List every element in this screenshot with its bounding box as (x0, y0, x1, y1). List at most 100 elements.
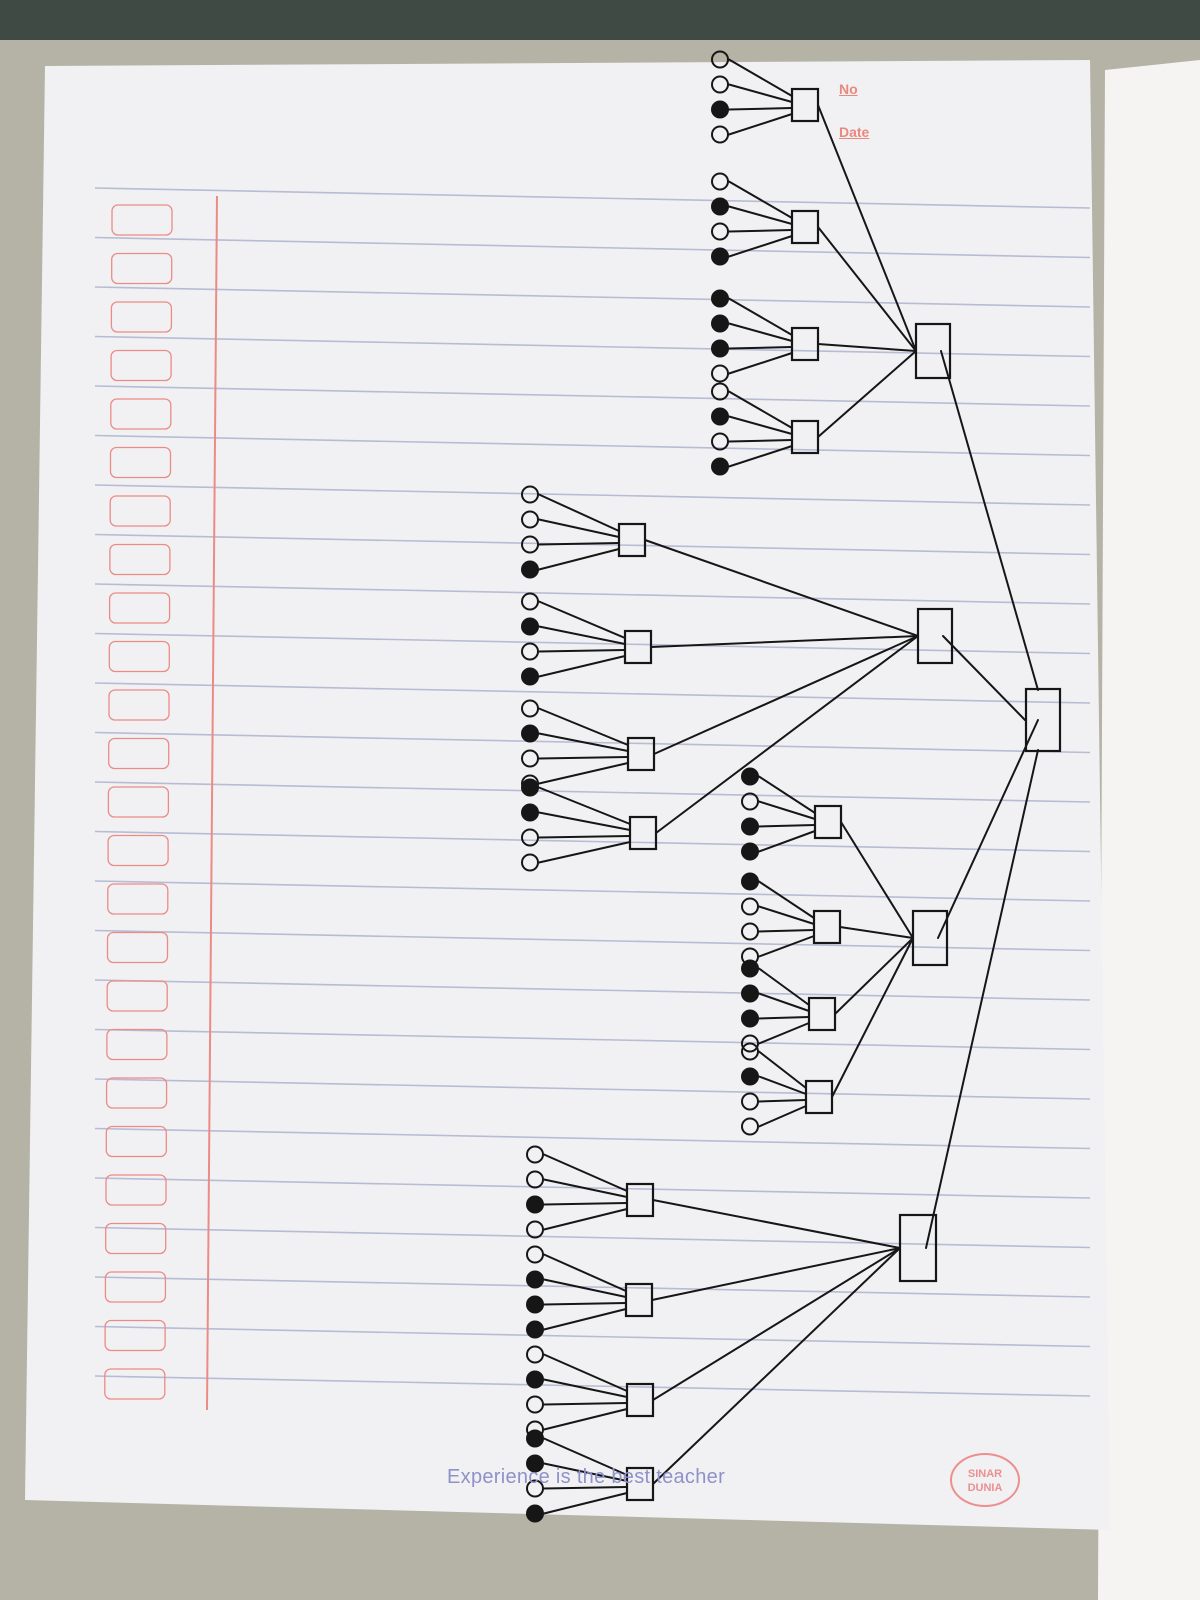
leaf-edge (728, 415, 793, 435)
leaf-circle-filled (711, 100, 729, 119)
group-square (790, 419, 820, 455)
leaf-edge (538, 811, 631, 831)
hub-edge (652, 1199, 901, 1249)
leaf-edge (543, 1202, 628, 1206)
group-square (625, 1382, 655, 1418)
top-shadow (0, 0, 1200, 40)
rule-line (94, 286, 1091, 308)
leaf-edge (538, 707, 629, 746)
group-square (625, 1466, 655, 1502)
leaf-circle-open (711, 50, 729, 69)
rule-line (94, 385, 1091, 407)
leaf-circle-open (741, 1042, 759, 1061)
group-square (804, 1079, 834, 1115)
rule-line (94, 1028, 1091, 1051)
margin-box (109, 446, 172, 479)
rule-line (94, 533, 1091, 556)
margin-box (108, 592, 171, 624)
leaf-edge (538, 732, 629, 752)
leaf-circle-open (526, 1479, 544, 1498)
rule-line (94, 929, 1091, 952)
rule-line (94, 236, 1091, 259)
leaf-circle-open (526, 1145, 544, 1164)
leaf-edge (538, 600, 626, 639)
leaf-edge (538, 518, 620, 538)
leaf-circle-filled (711, 339, 729, 358)
hub-edge (817, 350, 917, 438)
margin-box (105, 1125, 167, 1158)
leaf-circle-filled (521, 778, 539, 797)
leaf-edge (728, 235, 793, 258)
margin-box (105, 1077, 168, 1109)
rule-line (94, 1375, 1091, 1397)
leaf-circle-open (521, 592, 539, 611)
leaf-edge (543, 1408, 628, 1431)
group-square (626, 736, 656, 772)
group-square (628, 815, 658, 851)
root-edge (937, 719, 1039, 939)
rule-line (94, 781, 1091, 803)
leaf-circle-filled (521, 724, 539, 743)
hub-edge (652, 1247, 901, 1485)
leaf-edge (728, 229, 793, 233)
rule-line (94, 1078, 1091, 1100)
rule-line (94, 1226, 1091, 1249)
leaf-edge (728, 439, 793, 443)
margin-line (206, 195, 218, 1411)
leaf-edge (538, 786, 631, 825)
leaf-edge (538, 542, 620, 546)
leaf-edge (758, 830, 816, 853)
rule-line (94, 1127, 1091, 1150)
leaf-circle-filled (741, 1067, 759, 1086)
rule-line (94, 731, 1091, 754)
header-date-label: Date (839, 124, 870, 140)
leaf-edge (543, 1253, 627, 1292)
leaf-edge (543, 1278, 627, 1298)
hub-edge (834, 937, 914, 1015)
leaf-edge (728, 322, 793, 342)
group-square (625, 1182, 655, 1218)
leaf-edge (728, 58, 793, 97)
margin-box (107, 786, 170, 818)
leaf-edge (758, 1016, 810, 1020)
rule-line (94, 682, 1091, 704)
hub-edge (655, 635, 919, 834)
group-square (807, 996, 837, 1032)
leaf-circle-open (521, 642, 539, 661)
margin-box (109, 543, 171, 576)
leaf-edge (538, 762, 629, 785)
hub-square (898, 1213, 938, 1283)
hub-edge (653, 635, 919, 755)
hub-square (914, 322, 952, 380)
leaf-circle-open (526, 1220, 544, 1239)
group-square (623, 629, 653, 665)
leaf-circle-filled (741, 817, 759, 836)
margin-box (105, 1174, 167, 1206)
leaf-circle-filled (526, 1504, 544, 1523)
leaf-circle-filled (521, 560, 539, 579)
margin-box (104, 1368, 166, 1400)
hub-edge (831, 937, 914, 1098)
rule-line (94, 434, 1091, 457)
margin-box (104, 1319, 166, 1352)
leaf-circle-open (711, 432, 729, 451)
leaf-edge (758, 775, 816, 814)
leaf-circle-open (526, 1170, 544, 1189)
rule-line (94, 335, 1091, 358)
leaf-edge (538, 756, 629, 760)
leaf-circle-open (526, 1245, 544, 1264)
notebook-page (25, 60, 1110, 1530)
leaf-circle-filled (711, 247, 729, 266)
margin-box (110, 301, 173, 333)
rule-line (94, 1325, 1091, 1348)
margin-box (104, 1271, 167, 1303)
leaf-edge (538, 625, 626, 645)
hub-edge (840, 821, 914, 939)
group-square (790, 326, 820, 362)
leaf-edge (728, 113, 793, 136)
margin-box (105, 1222, 167, 1255)
rule-line (94, 187, 1091, 209)
leaf-edge (543, 1178, 628, 1198)
margin-box (111, 204, 173, 236)
